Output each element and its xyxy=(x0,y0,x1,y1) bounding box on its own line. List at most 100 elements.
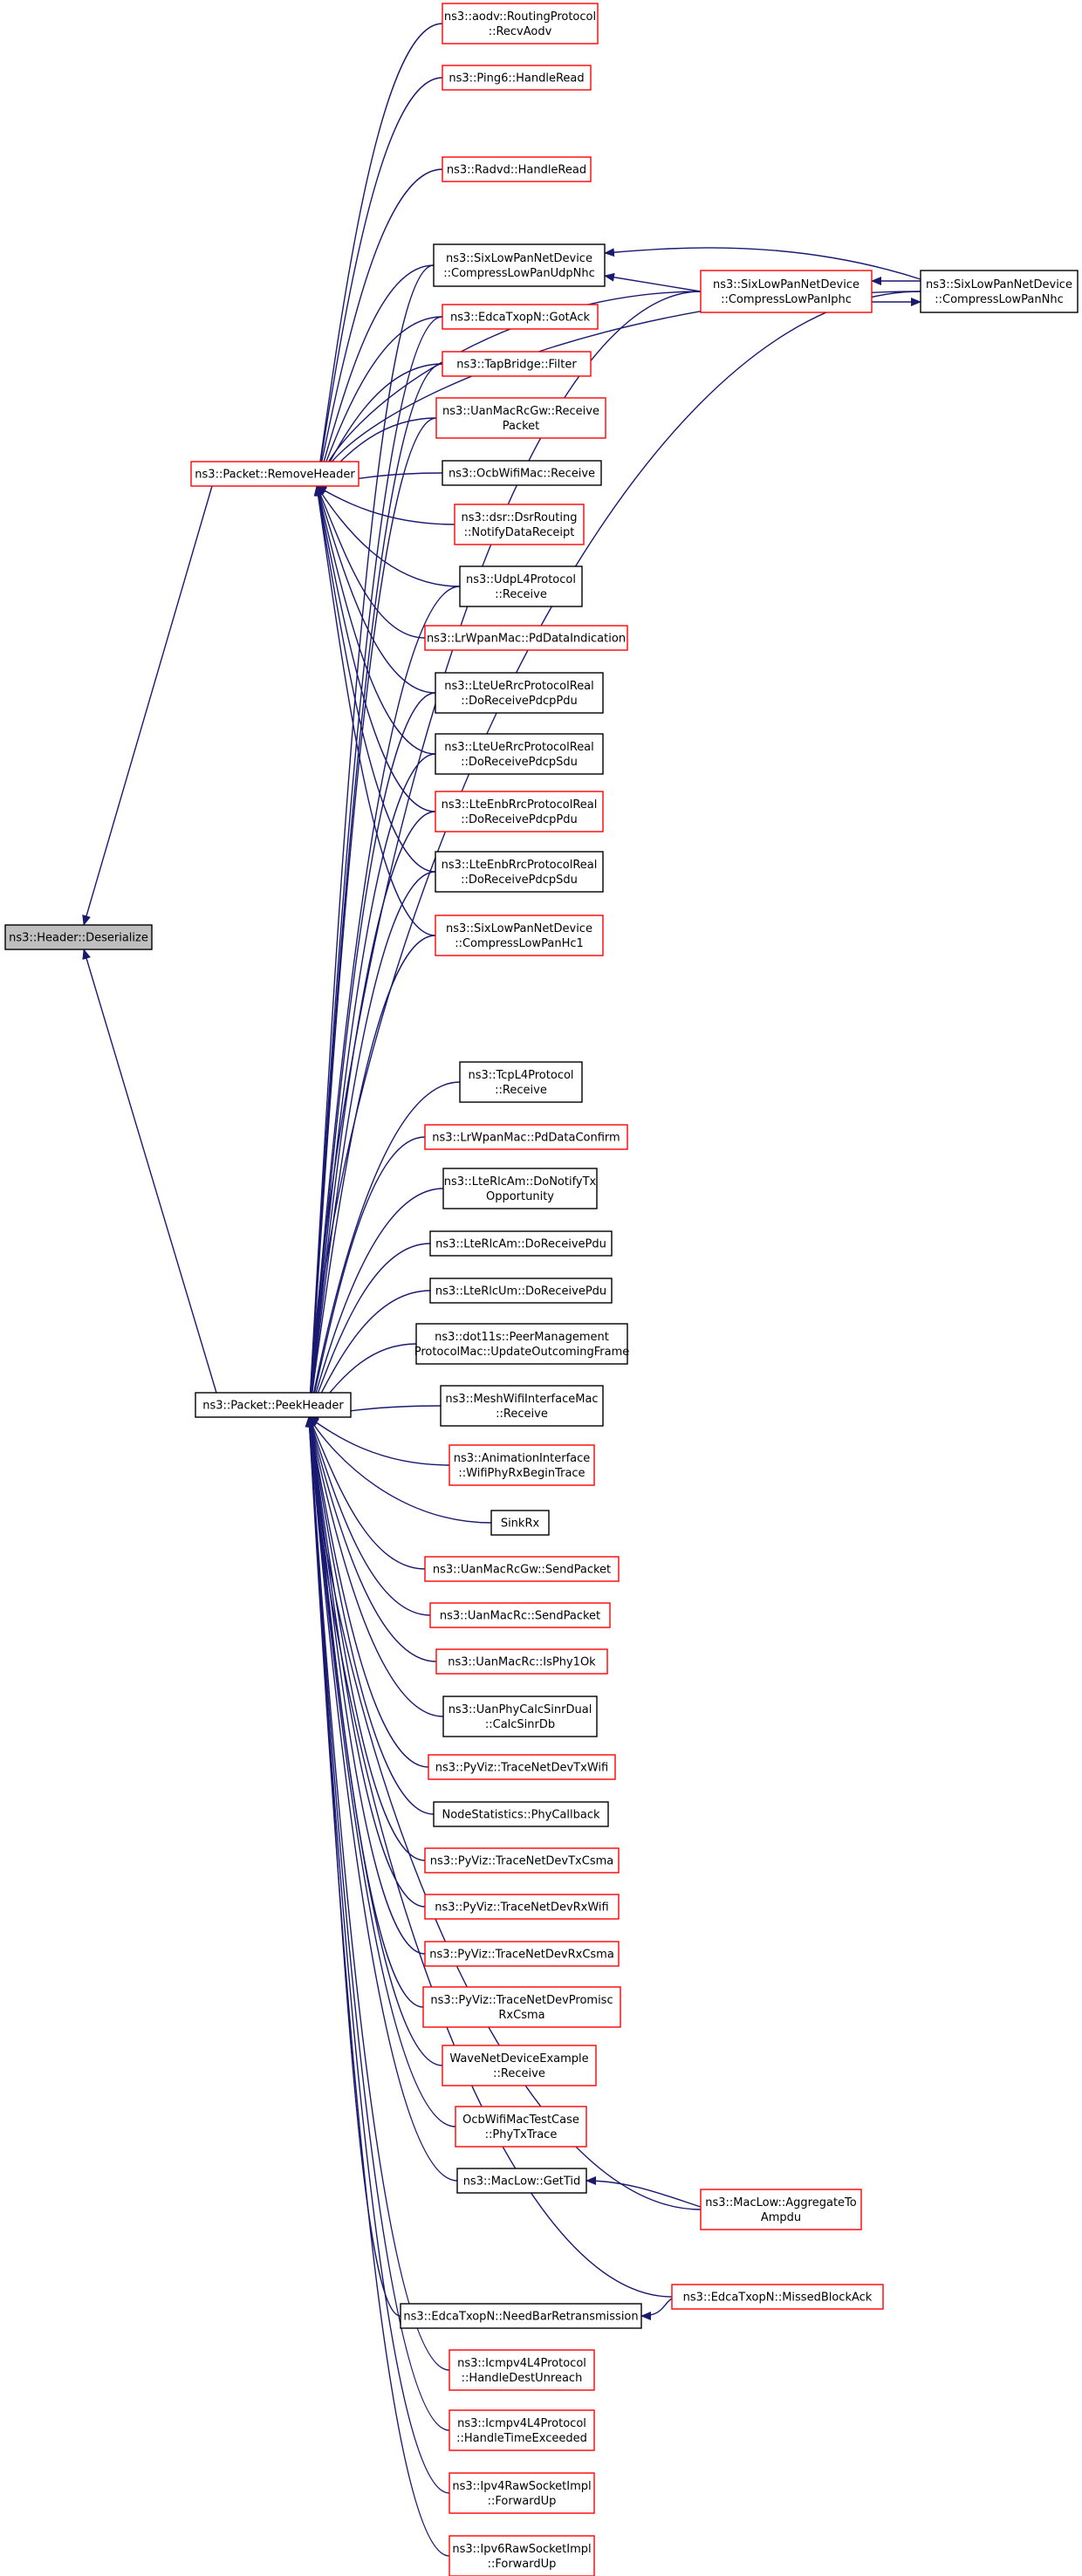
node-box[interactable] xyxy=(429,1278,613,1304)
node-ocbtest[interactable]: OcbWifiMacTestCase::PhyTxTrace xyxy=(455,2106,587,2148)
node-box[interactable] xyxy=(4,924,153,950)
node-animrx[interactable]: ns3::AnimationInterface::WifiPhyRxBeginT… xyxy=(449,1444,595,1486)
node-box[interactable] xyxy=(442,2045,597,2086)
node-icmpunreach[interactable]: ns3::Icmpv4L4Protocol::HandleDestUnreach xyxy=(449,2349,595,2391)
node-box[interactable] xyxy=(435,733,604,775)
node-box[interactable] xyxy=(456,2168,587,2194)
node-ueRrcPdcpPdu[interactable]: ns3::LteUeRrcProtocolReal::DoReceivePdcp… xyxy=(435,672,604,714)
node-waverecv[interactable]: WaveNetDeviceExample::Receive xyxy=(442,2045,597,2086)
node-box[interactable] xyxy=(424,1124,628,1150)
node-ping6[interactable]: ns3::Ping6::HandleRead xyxy=(442,65,592,91)
node-ueRrcPdcpSdu[interactable]: ns3::LteUeRrcProtocolReal::DoReceivePdcp… xyxy=(435,733,604,775)
node-box[interactable] xyxy=(435,915,604,956)
node-ph[interactable]: ns3::Packet::PeekHeader xyxy=(195,1392,352,1418)
node-pddataind[interactable]: ns3::LrWpanMac::PdDataIndication xyxy=(424,625,628,651)
node-box[interactable] xyxy=(424,1847,620,1874)
node-udpl4[interactable]: ns3::UdpL4Protocol::Receive xyxy=(459,565,583,607)
node-box[interactable] xyxy=(442,3,599,45)
node-tcpl4[interactable]: ns3::TcpL4Protocol::Receive xyxy=(459,1061,583,1103)
node-box[interactable] xyxy=(428,1754,616,1780)
node-radvd[interactable]: ns3::Radvd::HandleRead xyxy=(442,156,592,182)
node-box[interactable] xyxy=(424,1941,620,1967)
node-box[interactable] xyxy=(442,1168,598,1209)
node-box[interactable] xyxy=(435,397,606,439)
node-missedblock[interactable]: ns3::EdcaTxopN::MissedBlockAck xyxy=(671,2284,884,2310)
node-ocbrecv[interactable]: ns3::OcbWifiMac::Receive xyxy=(442,460,602,486)
node-box[interactable] xyxy=(429,1230,613,1257)
node-enbRrcPdcpPdu[interactable]: ns3::LteEnbRrcProtocolReal::DoReceivePdc… xyxy=(435,791,604,832)
node-box[interactable] xyxy=(671,2284,884,2310)
node-iphc[interactable]: ns3::SixLowPanNetDevice::CompressLowPanI… xyxy=(700,270,873,313)
node-tapfilter[interactable]: ns3::TapBridge::Filter xyxy=(442,351,592,377)
node-box[interactable] xyxy=(195,1392,352,1418)
node-icmptime[interactable]: ns3::Icmpv4L4Protocol::HandleTimeExceede… xyxy=(449,2409,595,2451)
node-meshrecv[interactable]: ns3::MeshWifiInterfaceMac::Receive xyxy=(440,1385,604,1427)
node-nodestats[interactable]: NodeStatistics::PhyCallback xyxy=(433,1801,609,1827)
node-rh[interactable]: ns3::Packet::RemoveHeader xyxy=(190,461,360,487)
node-box[interactable] xyxy=(459,565,583,607)
node-box[interactable] xyxy=(455,2106,587,2148)
node-box[interactable] xyxy=(433,1801,609,1827)
node-box[interactable] xyxy=(429,1602,611,1628)
node-box[interactable] xyxy=(435,672,604,714)
node-ipv4fwd[interactable]: ns3::Ipv4RawSocketImpl::ForwardUp xyxy=(449,2472,595,2514)
node-ipv6fwd[interactable]: ns3::Ipv6RawSocketImpl::ForwardUp xyxy=(449,2535,595,2576)
node-box[interactable] xyxy=(433,243,606,287)
node-box[interactable] xyxy=(424,1894,620,1920)
node-box[interactable] xyxy=(449,2409,595,2451)
node-hdr[interactable]: ns3::Header::Deserialize xyxy=(4,924,153,950)
node-box[interactable] xyxy=(442,460,602,486)
node-box[interactable] xyxy=(435,791,604,832)
node-box[interactable] xyxy=(400,2303,642,2329)
node-gettid[interactable]: ns3::MacLow::GetTid xyxy=(456,2168,587,2194)
node-box[interactable] xyxy=(190,461,360,487)
node-box[interactable] xyxy=(435,1648,608,1675)
node-box[interactable] xyxy=(700,270,873,313)
node-uansinr[interactable]: ns3::UanPhyCalcSinrDual::CalcSinrDb xyxy=(442,1696,598,1737)
node-uangwsend[interactable]: ns3::UanMacRcGw::SendPacket xyxy=(424,1556,620,1582)
node-box[interactable] xyxy=(459,1061,583,1103)
node-box[interactable] xyxy=(415,1323,628,1365)
node-box[interactable] xyxy=(490,1510,550,1536)
node-enbRrcPdcpSdu[interactable]: ns3::LteEnbRrcProtocolReal::DoReceivePdc… xyxy=(435,851,604,893)
node-box[interactable] xyxy=(424,625,628,651)
node-box[interactable] xyxy=(442,1696,598,1737)
node-aodv[interactable]: ns3::aodv::RoutingProtocol::RecvAodv xyxy=(442,3,599,45)
node-box[interactable] xyxy=(442,304,599,330)
node-box[interactable] xyxy=(449,2472,595,2514)
node-needbar[interactable]: ns3::EdcaTxopN::NeedBarRetransmission xyxy=(400,2303,642,2329)
node-pytxwifi[interactable]: ns3::PyViz::TraceNetDevTxWifi xyxy=(428,1754,616,1780)
node-pddataconf[interactable]: ns3::LrWpanMac::PdDataConfirm xyxy=(424,1124,628,1150)
node-box[interactable] xyxy=(442,156,592,182)
node-pyrxcsma[interactable]: ns3::PyViz::TraceNetDevRxCsma xyxy=(424,1941,620,1967)
node-box[interactable] xyxy=(440,1385,604,1427)
node-pytxcsma[interactable]: ns3::PyViz::TraceNetDevTxCsma xyxy=(424,1847,620,1874)
node-box[interactable] xyxy=(424,1556,620,1582)
node-uanphy1ok[interactable]: ns3::UanMacRc::IsPhy1Ok xyxy=(435,1648,608,1675)
node-box[interactable] xyxy=(449,2535,595,2576)
node-box[interactable] xyxy=(449,2349,595,2391)
node-box[interactable] xyxy=(422,1986,621,2028)
node-box[interactable] xyxy=(920,270,1079,313)
node-box[interactable] xyxy=(454,504,585,545)
node-box[interactable] xyxy=(700,2189,862,2230)
node-rlcampdu[interactable]: ns3::LteRlcAm::DoReceivePdu xyxy=(429,1230,613,1257)
node-nhc[interactable]: ns3::SixLowPanNetDevice::CompressLowPanN… xyxy=(920,270,1079,313)
node-gotack[interactable]: ns3::EdcaTxopN::GotAck xyxy=(442,304,599,330)
node-box[interactable] xyxy=(449,1444,595,1486)
node-udpnhc[interactable]: ns3::SixLowPanNetDevice::CompressLowPanU… xyxy=(433,243,606,287)
node-sinkrx[interactable]: SinkRx xyxy=(490,1510,550,1536)
node-rlcumpdu[interactable]: ns3::LteRlcUm::DoReceivePdu xyxy=(429,1278,613,1304)
node-box[interactable] xyxy=(442,351,592,377)
node-box[interactable] xyxy=(435,851,604,893)
node-uanrcsend[interactable]: ns3::UanMacRc::SendPacket xyxy=(429,1602,611,1628)
node-box[interactable] xyxy=(442,65,592,91)
node-pyrxwifi[interactable]: ns3::PyViz::TraceNetDevRxWifi xyxy=(424,1894,620,1920)
node-peermgmt[interactable]: ns3::dot11s::PeerManagementProtocolMac::… xyxy=(414,1323,630,1365)
node-hc1[interactable]: ns3::SixLowPanNetDevice::CompressLowPanH… xyxy=(435,915,604,956)
node-dsr[interactable]: ns3::dsr::DsrRouting::NotifyDataReceipt xyxy=(454,504,585,545)
